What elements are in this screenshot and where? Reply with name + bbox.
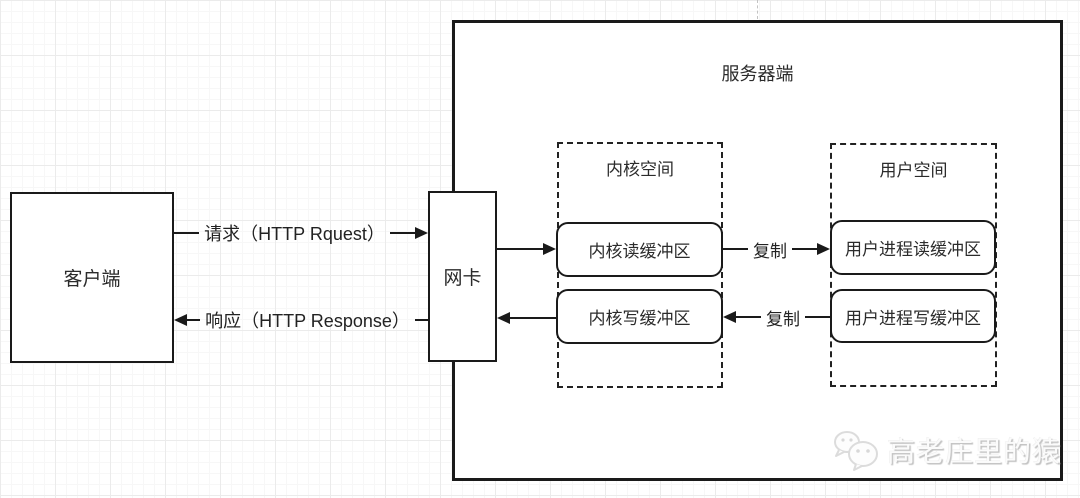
- nic-label: 网卡: [443, 268, 482, 289]
- response-arrow: 响应（HTTP Response）: [174, 308, 429, 332]
- user-read-buffer-label: 用户进程读缓冲区: [845, 240, 981, 259]
- user-write-buffer-label: 用户进程写缓冲区: [845, 308, 981, 328]
- arrowhead-left-icon: [497, 312, 510, 324]
- line-segment: [414, 319, 429, 321]
- copy-read-label: 复制: [753, 241, 787, 261]
- server-title: 服务器端: [721, 64, 794, 84]
- kernel-read-buffer-label: 内核读缓冲区: [588, 242, 691, 261]
- wechat-icon: [834, 431, 878, 471]
- copy-read-arrow: 复制: [723, 237, 830, 261]
- copy-write-label: 复制: [766, 309, 800, 329]
- user-write-buffer: 用户进程写缓冲区: [830, 289, 996, 343]
- kernel-write-buffer-label: 内核写缓冲区: [588, 309, 691, 328]
- arrowhead-right-icon: [415, 227, 429, 239]
- arrowhead-left-icon: [174, 314, 187, 326]
- line-segment: [174, 232, 200, 234]
- line-segment: [187, 319, 201, 321]
- request-arrow-label: 请求（HTTP Rquest）: [204, 224, 385, 244]
- watermark: 高老庄里的猿: [832, 426, 1061, 474]
- line-segment: [723, 248, 748, 250]
- arrowhead-right-icon: [817, 243, 830, 255]
- line-segment: [389, 232, 416, 234]
- kernel-space-title: 内核空间: [606, 160, 674, 179]
- arrowhead-left-icon: [723, 311, 736, 323]
- kernel-read-buffer: 内核读缓冲区: [556, 222, 723, 277]
- line-segment: [736, 316, 761, 318]
- kernel-write-to-nic-arrow: [497, 306, 556, 330]
- kernel-write-buffer: 内核写缓冲区: [556, 289, 723, 344]
- line-segment: [792, 248, 817, 250]
- response-arrow-label: 响应（HTTP Response）: [205, 311, 410, 331]
- line-segment: [497, 248, 543, 250]
- user-space-title: 用户空间: [879, 161, 948, 180]
- line-segment: [805, 316, 830, 318]
- line-segment: [510, 317, 556, 319]
- nic-to-kernel-read-arrow: [497, 237, 556, 261]
- user-read-buffer: 用户进程读缓冲区: [830, 220, 996, 275]
- client-label: 客户端: [63, 269, 121, 290]
- nic-box: 网卡: [428, 191, 497, 362]
- page-boundary-tick: [757, 0, 758, 19]
- request-arrow: 请求（HTTP Rquest）: [174, 221, 429, 245]
- copy-write-arrow: 复制: [723, 305, 830, 329]
- arrowhead-right-icon: [543, 243, 556, 255]
- client-box: 客户端: [10, 192, 174, 363]
- watermark-text: 高老庄里的猿: [887, 436, 1062, 467]
